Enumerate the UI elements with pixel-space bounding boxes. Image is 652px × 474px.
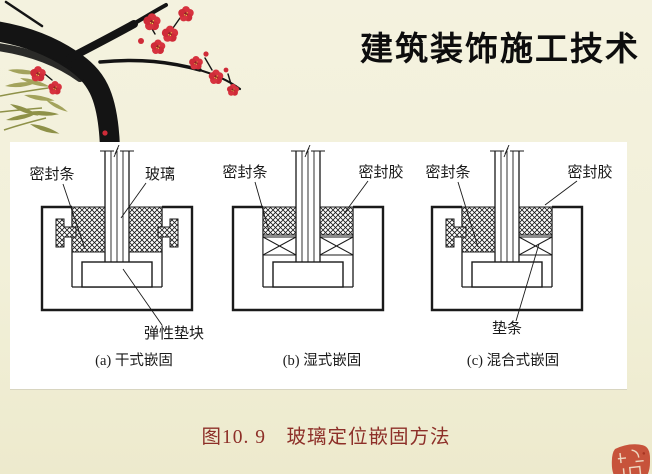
- label-sealant: 密封胶: [358, 164, 403, 181]
- label-sealant: 密封胶: [567, 164, 612, 181]
- seal-strip-hatch-left: [461, 206, 496, 253]
- sealant-hatch-right: [518, 206, 553, 236]
- glass-pane: [100, 145, 134, 262]
- setting-block: [81, 261, 153, 288]
- plum-branch: [0, 0, 242, 150]
- red-seal-icon: [611, 444, 650, 474]
- diagram-b-wet-glazing: 密封条 密封胶 (b) 湿式嵌固: [222, 145, 404, 369]
- leader-lines: [457, 180, 578, 322]
- label-glass: 玻璃: [145, 166, 175, 183]
- diagram-a-caption: (a) 干式嵌固: [95, 352, 173, 369]
- figure-panel: 密封条 玻璃 弹性垫块 (a) 干式嵌固: [10, 142, 627, 390]
- setting-block: [272, 261, 344, 288]
- spring-clip-left: [445, 218, 467, 248]
- label-seal-strip: 密封条: [222, 164, 267, 181]
- diagram-c-caption: (c) 混合式嵌固: [467, 352, 559, 369]
- leader-lines: [62, 182, 163, 326]
- label-elastic-pad: 弹性垫块: [144, 325, 204, 342]
- setting-block: [471, 261, 543, 288]
- diagram-a-dry-glazing: 密封条 玻璃 弹性垫块 (a) 干式嵌固: [29, 145, 204, 369]
- bamboo-leaves: [0, 67, 69, 137]
- page-title: 建筑装饰施工技术: [360, 32, 640, 68]
- figure-caption: 图10. 9 玻璃定位嵌固方法: [201, 427, 451, 448]
- spring-clips: [55, 218, 179, 248]
- plum-blossom-painting-icon: [0, 0, 242, 150]
- glass-pane: [291, 145, 325, 262]
- label-backer-strip: 垫条: [492, 320, 522, 337]
- diagram-b-caption: (b) 湿式嵌固: [283, 352, 362, 369]
- backer-rod-box-right: [518, 236, 553, 256]
- label-seal-strip: 密封条: [29, 166, 74, 183]
- glass-pane: [490, 145, 524, 262]
- plum-blossoms: [30, 6, 240, 146]
- label-seal-strip: 密封条: [425, 164, 470, 181]
- leader-lines: [254, 180, 369, 232]
- diagram-c-mixed-glazing: 密封条 密封胶 垫条 (c) 混合式嵌固: [425, 145, 613, 369]
